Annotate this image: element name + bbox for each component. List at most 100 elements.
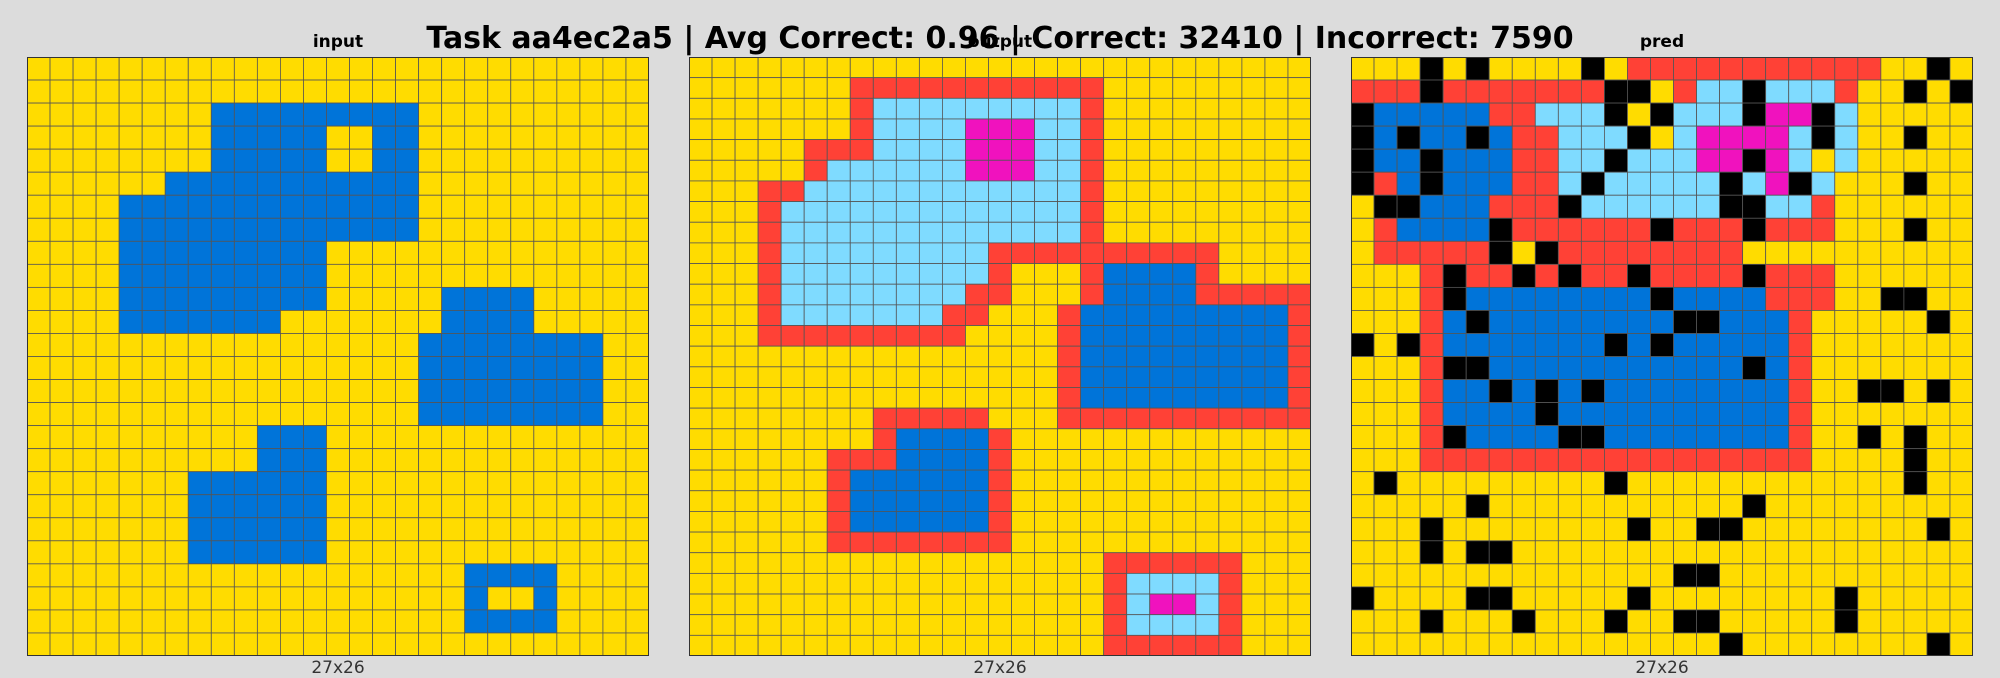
grid-cell xyxy=(233,57,258,81)
grid-cell xyxy=(164,148,189,173)
grid-cell xyxy=(803,490,828,512)
grid-cell xyxy=(1011,345,1035,368)
grid-cell xyxy=(872,263,897,285)
grid-cell xyxy=(1627,148,1651,173)
grid-cell xyxy=(757,531,782,554)
grid-cell xyxy=(1857,471,1882,496)
grid-cell xyxy=(1241,77,1266,99)
grid-cell xyxy=(1373,517,1398,542)
grid-cell xyxy=(280,171,304,196)
grid-cell xyxy=(1396,609,1421,634)
grid-cell xyxy=(49,517,74,542)
grid-cell xyxy=(1034,531,1058,554)
grid-cell xyxy=(1627,563,1651,588)
grid-cell xyxy=(164,194,189,219)
grid-cell xyxy=(895,593,920,616)
grid-cell xyxy=(625,310,649,334)
grid-cell xyxy=(1080,449,1105,471)
grid-cell xyxy=(1604,102,1628,127)
grid-cell xyxy=(1034,304,1058,326)
grid-cell xyxy=(280,517,304,542)
grid-cell xyxy=(895,221,920,244)
grid-cell xyxy=(1011,511,1035,533)
grid-cell xyxy=(895,159,920,182)
grid-cell xyxy=(1788,102,1813,127)
grid-cell xyxy=(1742,102,1767,127)
grid-cell xyxy=(711,118,736,141)
grid-cell xyxy=(210,563,235,588)
grid-cell xyxy=(233,240,258,265)
grid-cell xyxy=(1534,471,1559,496)
grid-cell xyxy=(1742,263,1767,288)
grid-cell xyxy=(187,379,212,403)
grid-cell xyxy=(1287,242,1311,264)
grid-cell xyxy=(1696,448,1720,473)
grid-cell xyxy=(1373,494,1398,519)
grid-cell xyxy=(1511,125,1536,150)
grid-cell xyxy=(780,511,805,533)
grid-cell xyxy=(510,171,535,196)
grid-cell xyxy=(1351,194,1375,219)
grid-cell xyxy=(602,471,627,496)
grid-cell xyxy=(1172,614,1197,636)
grid-cell xyxy=(118,379,143,403)
grid-cell xyxy=(942,283,966,306)
grid-cell xyxy=(1880,57,1905,81)
grid-cell xyxy=(1673,286,1697,311)
grid-cell xyxy=(1057,614,1082,636)
grid-cell xyxy=(187,217,212,242)
grid-cell xyxy=(711,345,736,368)
grid-cell xyxy=(141,471,166,496)
grid-cell xyxy=(95,57,120,81)
grid-cell xyxy=(1719,102,1744,127)
grid-cell xyxy=(1534,425,1559,450)
panel-output: output 27x26 xyxy=(689,0,1311,678)
grid-cell xyxy=(1011,221,1035,244)
grid-cell xyxy=(625,333,649,357)
grid-cell xyxy=(187,240,212,265)
grid-cell xyxy=(1465,586,1490,611)
grid-cell xyxy=(1241,366,1266,388)
grid-cell xyxy=(1742,194,1767,219)
grid-cell xyxy=(280,240,304,265)
grid-cell xyxy=(1080,428,1105,450)
grid-cell xyxy=(803,387,828,409)
grid-cell xyxy=(1241,139,1266,161)
grid-cell xyxy=(1442,356,1467,380)
grid-cell xyxy=(1834,494,1859,519)
grid-cell xyxy=(1351,333,1375,357)
grid-cell xyxy=(487,586,512,611)
grid-cell xyxy=(1057,221,1082,244)
grid-cell xyxy=(164,517,189,542)
grid-cell xyxy=(1557,609,1582,634)
grid-cell xyxy=(349,632,373,656)
grid-cell xyxy=(418,563,443,588)
grid-cell xyxy=(1534,171,1559,196)
grid-cell xyxy=(1126,490,1151,512)
grid-cell xyxy=(1580,471,1605,496)
grid-cell xyxy=(918,180,943,202)
grid-cell xyxy=(1011,366,1035,388)
grid-cell xyxy=(757,634,782,656)
grid-cell xyxy=(872,201,897,223)
grid-cell xyxy=(141,402,166,427)
grid-cell xyxy=(1903,517,1928,542)
grid-cell xyxy=(1465,402,1490,427)
grid-cell xyxy=(1673,425,1697,450)
grid-cell xyxy=(1557,333,1582,357)
grid-cell xyxy=(1419,494,1444,519)
grid-cell xyxy=(1857,540,1882,565)
grid-cell xyxy=(803,201,828,223)
grid-cell xyxy=(1534,79,1559,104)
grid-cell xyxy=(1949,356,1973,380)
grid-cell xyxy=(27,448,51,473)
grid-cell xyxy=(464,563,489,588)
grid-cell xyxy=(757,180,782,202)
grid-cell xyxy=(965,242,989,264)
grid-cell xyxy=(441,517,466,542)
grid-cell xyxy=(734,201,759,223)
grid-cell xyxy=(1834,517,1859,542)
grid-cell xyxy=(1103,387,1128,409)
grid-cell xyxy=(1557,379,1582,403)
grid-cell xyxy=(280,57,304,81)
